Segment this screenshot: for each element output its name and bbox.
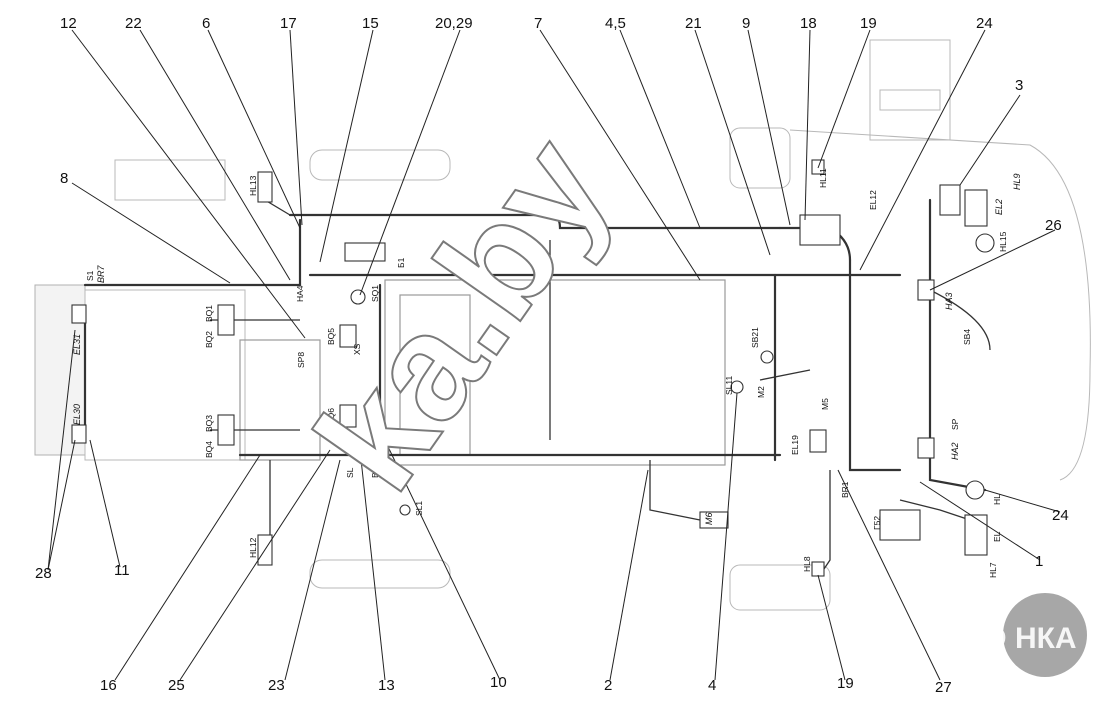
tractor-outline [34, 39, 1091, 611]
callouts-top: 12 22 6 17 15 20,29 7 4,5 21 9 18 19 24 … [60, 15, 1062, 234]
callout-9: 9 [742, 15, 750, 32]
label-bq2: BQ2 [204, 331, 214, 348]
label-el30: EL30 [72, 404, 82, 425]
label-sl1: SL1 [414, 501, 424, 516]
label-sl11: SL11 [724, 376, 734, 395]
callout-15: 15 [362, 15, 379, 32]
label-bq5: BQ5 [326, 328, 336, 345]
label-s1: S1 [85, 270, 95, 281]
component-labels-right: HL11 EL12 HL9 EL2 HL15 HA3 SB4 SP HA2 HL… [704, 168, 1022, 578]
label-hl8: HL8 [802, 556, 812, 572]
label-b1: Б1 [396, 257, 406, 268]
agronka-logo: АГРО НКА [925, 593, 1087, 677]
label-hl13: HL13 [248, 175, 258, 196]
logo-text: АГРО НКА [925, 622, 1077, 655]
callout-24-top: 24 [976, 15, 993, 32]
label-hl: HL [992, 494, 1002, 505]
label-el: EL [992, 531, 1002, 542]
components [71, 159, 995, 577]
callout-24-bottom: 24 [1052, 507, 1069, 524]
label-el31: EL31 [72, 334, 82, 355]
callout-18: 18 [800, 15, 817, 32]
callout-4: 4 [708, 677, 716, 694]
label-br7: BR7 [96, 264, 106, 283]
label-hl11: HL11 [818, 168, 828, 188]
callout-4-5: 4,5 [605, 15, 626, 32]
callout-11: 11 [114, 562, 130, 579]
label-br1: BR1 [840, 481, 850, 498]
callout-6: 6 [202, 15, 210, 32]
label-el19: EL19 [790, 435, 800, 455]
label-ha4: HA4 [295, 285, 305, 302]
callout-26: 26 [1045, 217, 1062, 234]
callout-25: 25 [168, 677, 185, 694]
leader-lines [47, 29, 1061, 681]
logo-circle [1003, 593, 1087, 677]
label-bq1: BQ1 [204, 305, 214, 322]
label-m6: M6 [704, 512, 714, 525]
callout-2: 2 [604, 677, 612, 694]
callout-21: 21 [685, 15, 702, 32]
watermark: ka.by [283, 107, 643, 520]
component-labels-left: S1 BR7 EL31 EL30 BQ1 BQ2 BQ3 BQ4 HL13 HL… [72, 175, 424, 558]
label-bq6: BQ6 [326, 408, 336, 425]
callout-20-29: 20,29 [435, 15, 473, 32]
label-el2: EL2 [994, 199, 1004, 215]
label-bq4: BQ4 [204, 441, 214, 458]
callout-7: 7 [534, 15, 542, 32]
callout-3: 3 [1015, 77, 1023, 94]
callout-19-top: 19 [860, 15, 877, 32]
callout-12: 12 [60, 15, 77, 32]
callout-10: 10 [490, 674, 507, 691]
label-hl7: HL7 [988, 562, 998, 578]
label-hl12: HL12 [248, 537, 258, 558]
watermark-text: ka.by [284, 108, 642, 519]
callout-17: 17 [280, 15, 297, 32]
label-sp: SP [950, 418, 960, 430]
label-sb4: SB4 [962, 329, 972, 345]
callout-1: 1 [1035, 553, 1043, 570]
label-m2: M2 [756, 386, 766, 398]
label-g52: Г52 [872, 516, 882, 530]
callout-27: 27 [935, 679, 952, 696]
label-ha3: HA3 [944, 292, 954, 310]
label-bk: BK [370, 466, 380, 478]
label-hl15: HL15 [998, 231, 1008, 252]
callout-22: 22 [125, 15, 142, 32]
label-sl: SL [345, 467, 355, 478]
label-sb21: SB21 [750, 327, 760, 348]
callout-23: 23 [268, 677, 285, 694]
callout-28: 28 [35, 565, 52, 582]
label-hl9: HL9 [1012, 173, 1022, 190]
label-sq1: SQ1 [370, 285, 380, 302]
callout-16: 16 [100, 677, 117, 694]
label-ha2: HA2 [950, 442, 960, 460]
callout-13: 13 [378, 677, 395, 694]
label-sp8: SP8 [296, 352, 306, 368]
label-m5: M5 [820, 398, 830, 410]
callout-19-bottom: 19 [837, 675, 854, 692]
callout-8: 8 [60, 170, 68, 187]
callouts-bottom: 28 11 16 25 23 13 10 2 4 19 27 24 1 [35, 507, 1069, 696]
label-bq3: BQ3 [204, 415, 214, 432]
label-xs: XS [352, 343, 362, 355]
label-el12: EL12 [868, 190, 878, 210]
